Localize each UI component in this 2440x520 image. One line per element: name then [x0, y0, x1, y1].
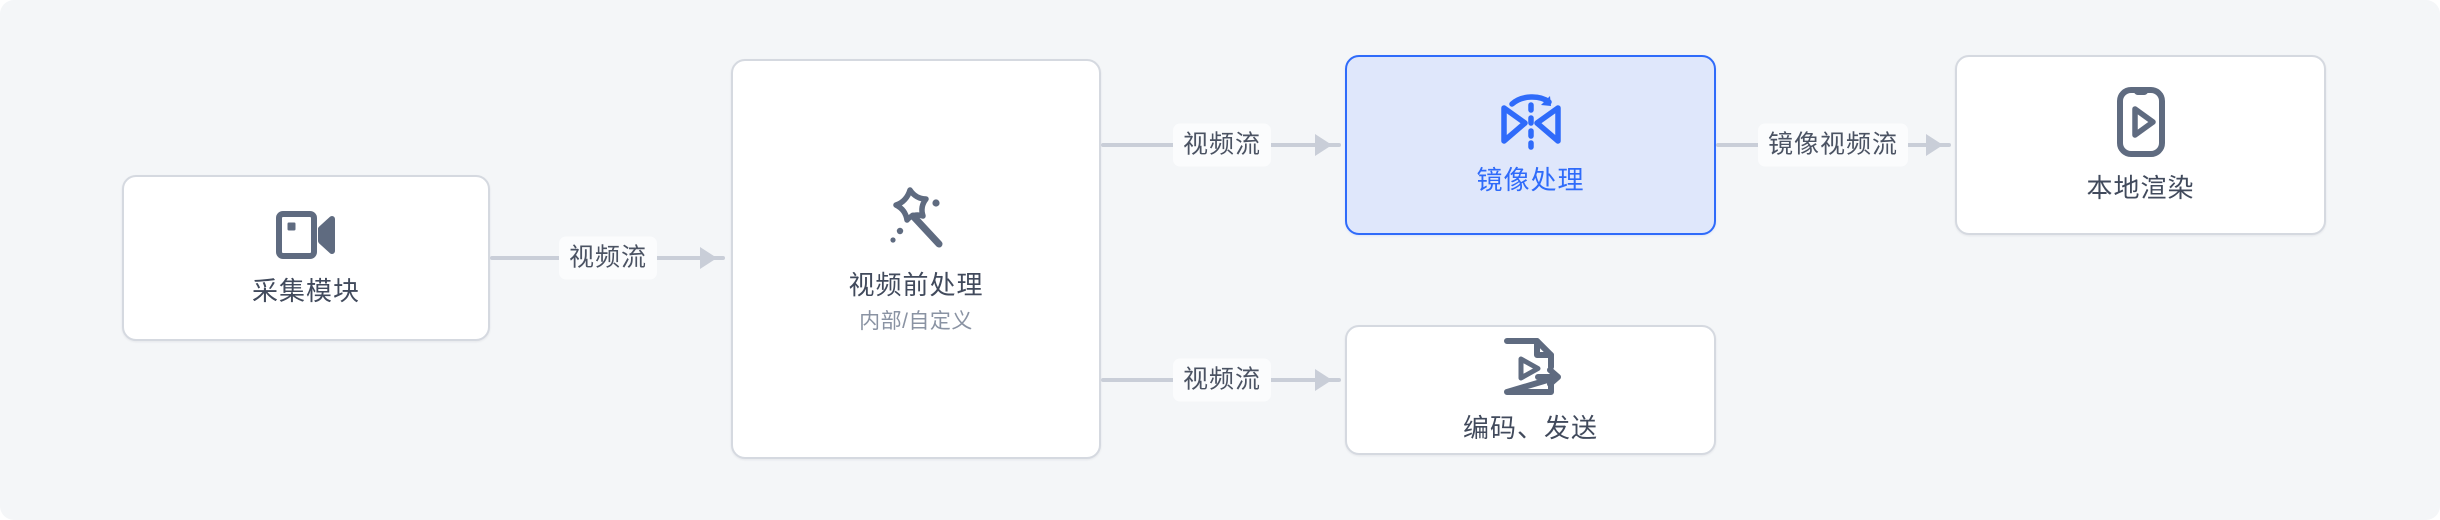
node-mirror[interactable]: 镜像处理 [1345, 55, 1716, 235]
edge-arrowhead-icon [1926, 134, 1943, 156]
mirror-flip-icon [1498, 94, 1564, 150]
edge-label-video-stream: 视频流 [1172, 123, 1272, 167]
node-preprocess[interactable]: 视频前处理 内部/自定义 [731, 59, 1101, 459]
node-title: 镜像处理 [1476, 165, 1585, 196]
edge-label-video-stream: 视频流 [558, 236, 658, 280]
node-capture[interactable]: 采集模块 [122, 175, 490, 341]
node-title: 视频前处理 [848, 270, 984, 301]
file-video-export-icon [1500, 336, 1562, 398]
edge-arrowhead-icon [700, 247, 717, 269]
edge-label-mirrored-video-stream: 镜像视频流 [1757, 123, 1909, 167]
node-subtitle: 内部/自定义 [859, 310, 973, 334]
node-encode[interactable]: 编码、发送 [1345, 325, 1716, 455]
phone-play-icon [2115, 86, 2167, 158]
edge-arrowhead-icon [1315, 369, 1332, 391]
node-title: 本地渲染 [2086, 173, 2195, 204]
node-title: 采集模块 [251, 276, 360, 307]
node-title: 编码、发送 [1462, 413, 1598, 444]
magic-wand-icon [880, 183, 952, 255]
edge-label-video-stream: 视频流 [1172, 358, 1272, 402]
video-camera-icon [275, 209, 337, 261]
edge-arrowhead-icon [1315, 134, 1332, 156]
node-render[interactable]: 本地渲染 [1955, 55, 2326, 235]
